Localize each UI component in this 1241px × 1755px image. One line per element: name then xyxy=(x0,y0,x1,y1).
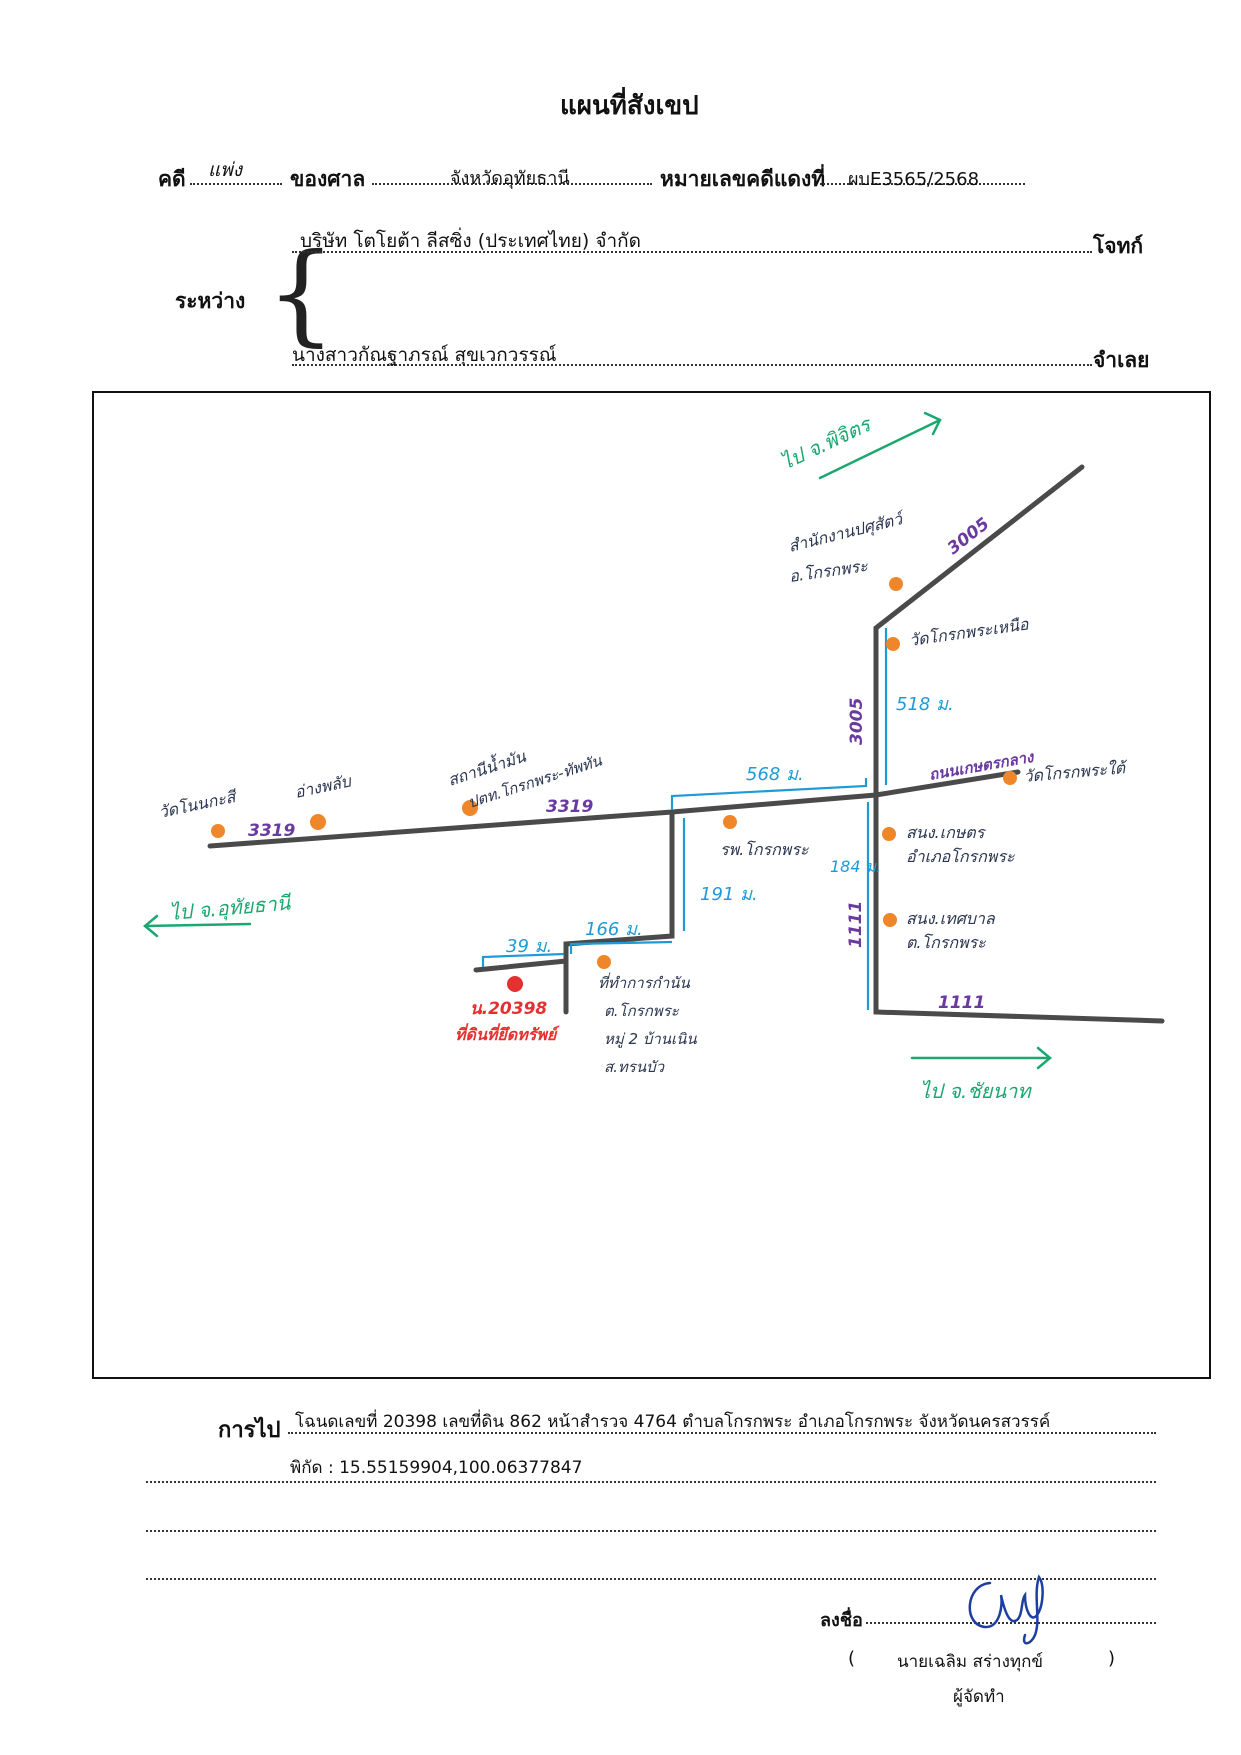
lm-wat-north-label: วัดโกรกพระเหนือ xyxy=(908,614,1031,650)
between-label: ระหว่าง xyxy=(175,289,246,313)
lm-wat-south-label: วัดโกรกพระใต้ xyxy=(1023,758,1129,786)
plaintiff-dots xyxy=(292,251,1092,253)
plaintiff-label: โจทก์ xyxy=(1093,234,1144,258)
dir-phichit-label: ไป จ.พิจิตร xyxy=(777,411,876,474)
road-3319-label-b: 3319 xyxy=(546,797,593,817)
dot-district xyxy=(889,577,903,591)
dir-chainat-label: ไป จ.ชัยนาท xyxy=(920,1079,1032,1103)
dist-166-label: 166 ม. xyxy=(585,919,643,940)
coords-text: พิกัด : 15.55159904,100.06377847 xyxy=(290,1458,583,1478)
dot-hospital xyxy=(723,815,737,829)
route-dots xyxy=(288,1432,1156,1434)
lm-ang-label: อ่างพลับ xyxy=(293,771,354,802)
dot-wat-south xyxy=(1003,771,1017,785)
signer-name: นายเฉลิม สร่างทุกข์ xyxy=(897,1652,1044,1672)
case-type-dots xyxy=(190,183,282,185)
dir-uthai-label: ไป จ.อุทัยธานี xyxy=(168,890,293,926)
dot-wat-north xyxy=(886,637,900,651)
lm-muni2-label: ต.โกรกพระ xyxy=(906,933,987,952)
dot-office xyxy=(597,955,611,969)
lm-office-label: ที่ทำการกำนัน xyxy=(598,972,691,992)
direction-arrows xyxy=(143,411,1052,1070)
open-paren: ( xyxy=(848,1648,856,1669)
marker-39 xyxy=(481,952,565,967)
court-name-dots xyxy=(372,183,652,185)
close-paren: ) xyxy=(1108,1648,1116,1669)
party-brace: { xyxy=(266,229,336,357)
dist-518-label: 518 ม. xyxy=(896,694,954,715)
route-text: โฉนดเลขที่ 20398 เลขที่ดิน 862 หน้าสำรวจ… xyxy=(295,1412,1051,1432)
coords-dots xyxy=(146,1481,1156,1483)
road-1111-label-b: 1111 xyxy=(938,993,985,1013)
handwritten-signature xyxy=(968,1574,1044,1645)
dist-568-label: 568 ม. xyxy=(746,764,804,785)
defendant-label: จำเลย xyxy=(1093,348,1150,372)
road-3319-label-a: 3319 xyxy=(248,821,295,841)
road-1111-label-a: 1111 xyxy=(846,901,866,948)
lm-district2-label: อ.โกรกพระ xyxy=(788,556,870,586)
map-frame xyxy=(92,391,1211,1379)
dist-184-label: 184 ม. xyxy=(830,857,881,876)
blank-dots-1 xyxy=(146,1530,1156,1532)
dot-muni xyxy=(883,913,897,927)
road-3005-label-b: 3005 xyxy=(847,698,867,745)
lm-office4-label: ส.ทรนบัว xyxy=(604,1058,666,1076)
roads xyxy=(207,464,1165,1024)
dot-agri xyxy=(882,827,896,841)
sign-dots xyxy=(866,1622,1156,1624)
red-case-dots xyxy=(820,183,1025,185)
red-case-label: หมายเลขคดีแดงที่ xyxy=(660,167,826,191)
lm-hospital-label: รพ.โกรกพระ xyxy=(720,840,810,859)
defendant-dots xyxy=(292,364,1092,366)
road-stub xyxy=(473,958,569,973)
dot-wat-nong xyxy=(211,824,225,838)
target-land-label: ที่ดินที่ยึดทรัพย์ xyxy=(455,1023,560,1044)
dist-191-label: 191 ม. xyxy=(700,884,758,905)
dot-ang xyxy=(310,814,326,830)
landmarks xyxy=(211,577,1017,969)
road-3005 xyxy=(873,464,1085,798)
arrow-phichit xyxy=(818,418,942,480)
road-1111 xyxy=(873,792,1165,1024)
road-3005-label-a: 3005 xyxy=(944,514,994,559)
lm-agri-label: สนง.เกษตร xyxy=(906,823,987,842)
sign-label: ลงชื่อ xyxy=(820,1610,863,1631)
arrow-uthai xyxy=(143,922,252,928)
red-case-number: ผบE3565/2568 xyxy=(848,169,980,190)
road-branch xyxy=(563,809,675,1015)
lm-muni-label: สนง.เทศบาล xyxy=(906,909,996,928)
defendant-name: นางสาวกัณฐาภรณ์ สุขเวกวรรณ์ xyxy=(292,344,557,366)
road-3319 xyxy=(207,769,1021,849)
court-name: จังหวัดอุทัยธานี xyxy=(450,168,570,189)
blank-dots-2 xyxy=(146,1578,1156,1580)
route-label: การไป xyxy=(218,1418,281,1443)
case-label: คดี xyxy=(158,167,186,191)
distance-markers xyxy=(481,628,888,1010)
signer-role: ผู้จัดทำ xyxy=(953,1687,1005,1707)
dot-station xyxy=(462,800,478,816)
dist-39-label: 39 ม. xyxy=(506,936,552,957)
marker-568 xyxy=(670,778,868,810)
dot-target-land xyxy=(507,976,523,992)
document-title: แผนที่สังเขป xyxy=(560,91,699,121)
case-type: แพ่ง xyxy=(208,159,243,181)
lm-office2-label: ต.โกรกพระ xyxy=(604,1002,680,1020)
plaintiff-name: บริษัท โตโยต้า ลีสซิ่ง (ประเทศไทย) จำกัด xyxy=(300,230,642,252)
court-label: ของศาล xyxy=(290,167,366,191)
lm-wat-nong-label: วัดโนนกะสี xyxy=(157,787,239,822)
target-deed-label: น.20398 xyxy=(470,999,547,1019)
lm-office3-label: หมู่ 2 บ้านเนิน xyxy=(604,1030,697,1048)
marker-166 xyxy=(569,940,673,954)
lm-agri2-label: อำเภอโกรกพระ xyxy=(906,847,1016,866)
lm-district-label: สำนักงานปศุสัตว์ xyxy=(786,509,907,557)
